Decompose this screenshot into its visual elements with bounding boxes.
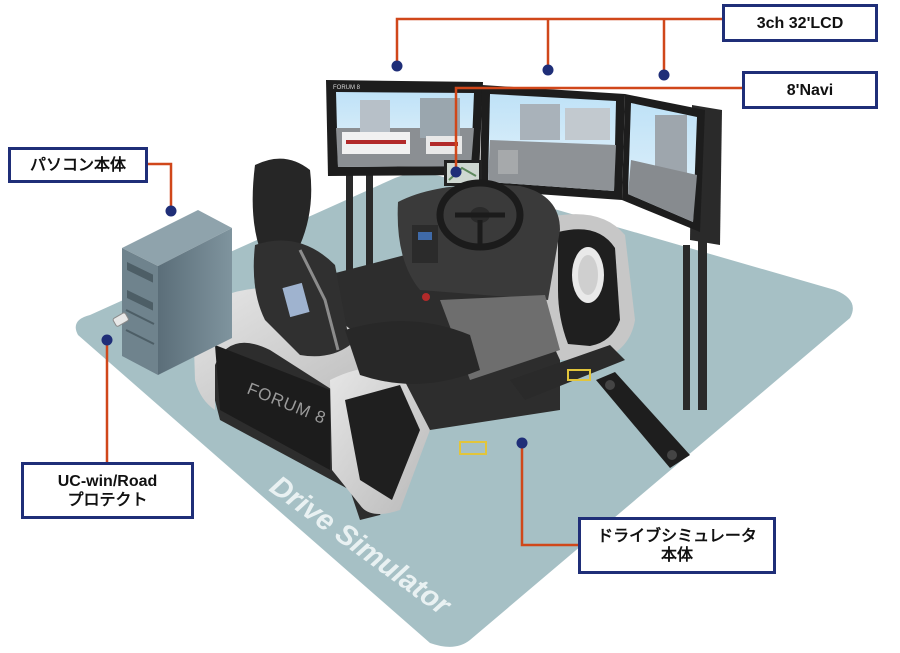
callout-protect-line2: プロテクト (67, 491, 148, 509)
usb-protect-key (112, 312, 129, 327)
callout-body-line2: 本体 (660, 546, 693, 564)
callout-protect-line1: UC-win/Road (57, 472, 158, 490)
leader-line-body (520, 443, 580, 547)
callout-protect: UC-win/Road プロテクト (21, 462, 194, 519)
monitor-brand: FORUM 8 (333, 85, 361, 91)
marker-dots (101, 60, 670, 449)
marker-dot (165, 205, 177, 217)
pc-tower (122, 210, 232, 375)
callout-navi-text: 8'Navi (786, 81, 834, 99)
leader-lines (105, 17, 742, 547)
callout-body-line1: ドライブシミュレータ (597, 527, 757, 545)
lcd-monitor-left: FORUM 8 (326, 80, 483, 176)
leader-line-navi (454, 86, 742, 172)
callout-body: ドライブシミュレータ 本体 (578, 517, 776, 574)
marker-dot (658, 69, 670, 81)
monitor-stand-foot (596, 372, 690, 468)
marker-dot (542, 64, 554, 76)
callout-navi: 8'Navi (742, 71, 878, 109)
marker-dot (101, 334, 113, 346)
driver-seat (252, 158, 480, 384)
marker-dot (516, 437, 528, 449)
leader-line-lcd (395, 17, 722, 66)
marker-dot (450, 166, 462, 178)
callout-lcd: 3ch 32'LCD (722, 4, 878, 42)
leader-line-pc (148, 162, 173, 211)
callout-pc: パソコン本体 (8, 147, 148, 183)
lcd-monitor-center (480, 85, 625, 200)
callout-lcd-text: 3ch 32'LCD (756, 14, 844, 32)
callout-pc-text: パソコン本体 (29, 156, 126, 174)
lcd-monitor-right (622, 94, 705, 232)
marker-dot (391, 60, 403, 72)
